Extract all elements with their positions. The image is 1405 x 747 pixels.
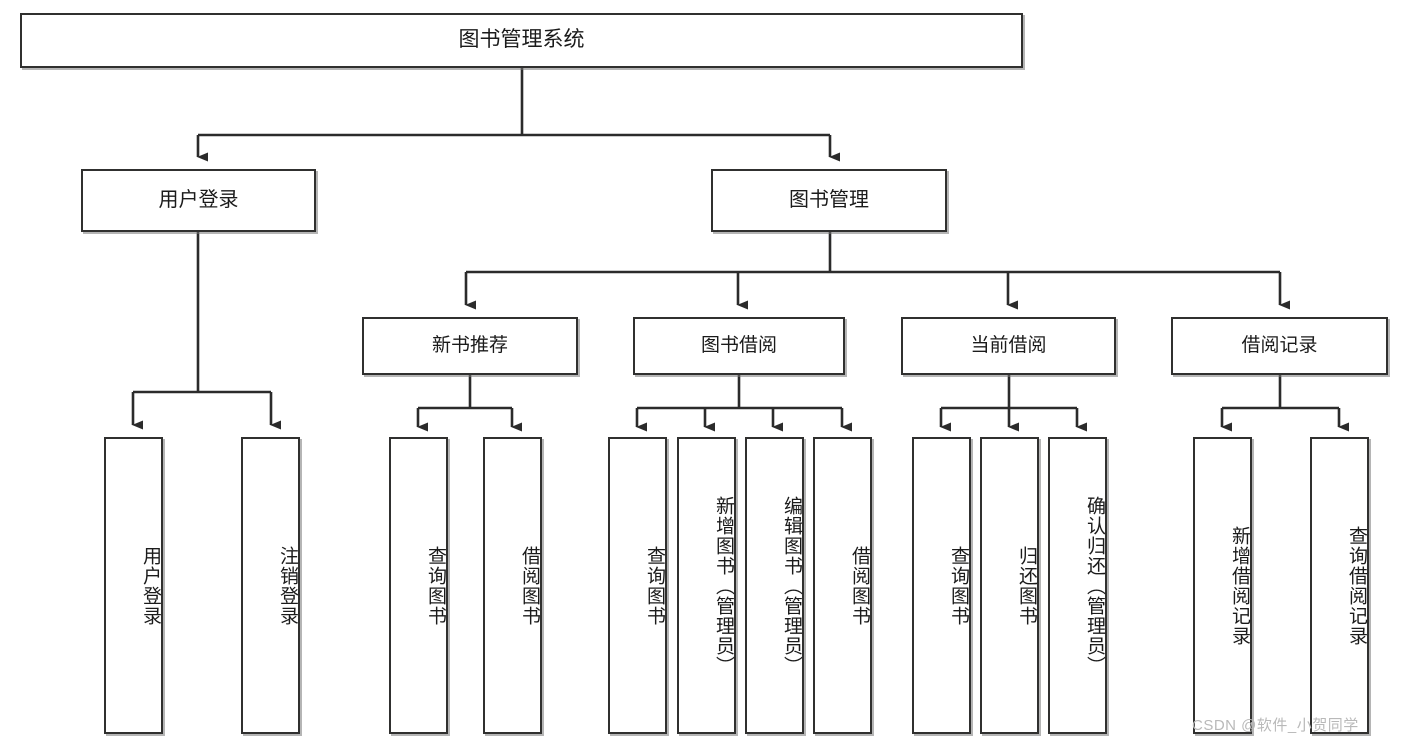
node-book-manage[interactable]: 图书管理 [711, 169, 947, 232]
node-label: 查询图书 [425, 545, 446, 626]
node-leaf-query-book-1[interactable]: 查询图书 [389, 437, 448, 734]
node-borrow-record[interactable]: 借阅记录 [1171, 317, 1388, 375]
node-label: 新增借阅记录 [1229, 525, 1250, 646]
node-label: 用户登录 [158, 188, 239, 211]
node-leaf-add-record[interactable]: 新增借阅记录 [1193, 437, 1252, 734]
node-label: 查询图书 [644, 545, 665, 626]
node-label: 图书管理 [789, 188, 869, 211]
node-label: 新增图书（管理员） [713, 495, 734, 676]
node-current-borrow[interactable]: 当前借阅 [901, 317, 1116, 375]
node-new-book-recommend[interactable]: 新书推荐 [362, 317, 578, 375]
node-label: 注销登录 [277, 545, 298, 626]
node-book-borrow[interactable]: 图书借阅 [633, 317, 845, 375]
node-label: 编辑图书（管理员） [781, 495, 802, 676]
node-label: 当前借阅 [970, 334, 1047, 356]
node-leaf-borrow-book-1[interactable]: 借阅图书 [483, 437, 542, 734]
node-label: 新书推荐 [431, 334, 508, 356]
node-label: 借阅图书 [849, 545, 870, 626]
node-label: 图书管理系统 [458, 28, 585, 52]
node-leaf-logout-login[interactable]: 注销登录 [241, 437, 300, 734]
node-label: 借阅图书 [519, 545, 540, 626]
node-leaf-edit-book[interactable]: 编辑图书（管理员） [745, 437, 804, 734]
node-label: 确认归还（管理员） [1084, 495, 1105, 676]
node-leaf-user-login[interactable]: 用户登录 [104, 437, 163, 734]
node-label: 图书借阅 [700, 334, 777, 356]
node-label: 查询图书 [948, 545, 969, 626]
node-leaf-borrow-book-2[interactable]: 借阅图书 [813, 437, 872, 734]
node-label: 借阅记录 [1241, 334, 1318, 356]
node-leaf-query-book-3[interactable]: 查询图书 [912, 437, 971, 734]
node-leaf-query-book-2[interactable]: 查询图书 [608, 437, 667, 734]
node-label: 查询借阅记录 [1346, 525, 1367, 646]
node-root-book-management-system[interactable]: 图书管理系统 [20, 13, 1023, 68]
node-user-login[interactable]: 用户登录 [81, 169, 316, 232]
node-label: 归还图书 [1016, 545, 1037, 626]
node-leaf-query-record[interactable]: 查询借阅记录 [1310, 437, 1369, 734]
node-leaf-add-book[interactable]: 新增图书（管理员） [677, 437, 736, 734]
node-label: 用户登录 [140, 545, 161, 626]
node-leaf-confirm-return[interactable]: 确认归还（管理员） [1048, 437, 1107, 734]
node-leaf-return-book[interactable]: 归还图书 [980, 437, 1039, 734]
